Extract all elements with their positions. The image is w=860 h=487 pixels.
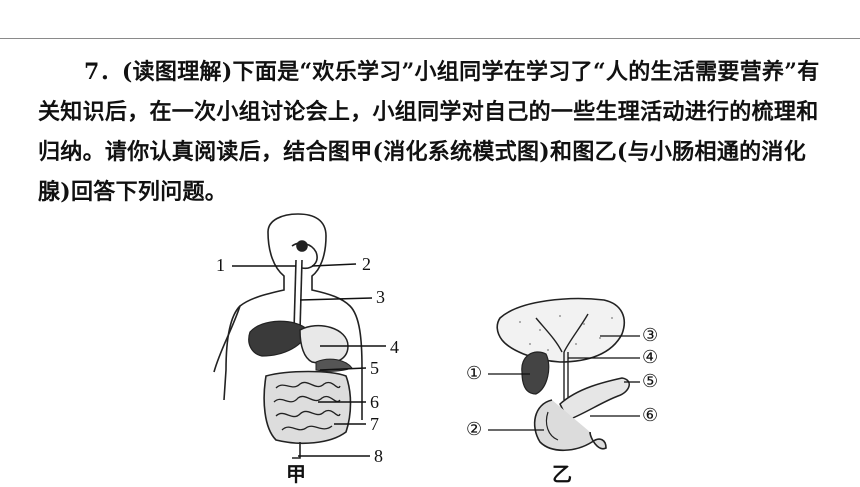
figure-yi-caption: 乙 xyxy=(552,462,572,486)
yi-label-3: ③ xyxy=(642,325,659,345)
yi-label-1: ① xyxy=(466,363,483,383)
question-body: (读图理解)下面是“欢乐学习”小组同学在学习了“人的生活需要营养”有关知识后，在… xyxy=(38,59,820,205)
question-text-block: 7．(读图理解)下面是“欢乐学习”小组同学在学习了“人的生活需要营养”有关知识后… xyxy=(38,52,828,212)
yi-label-5: ⑤ xyxy=(642,371,659,391)
yi-label-4: ④ xyxy=(642,347,659,367)
yi-label-6: ⑥ xyxy=(642,405,659,425)
top-divider xyxy=(0,38,860,39)
jia-label-7: 7 xyxy=(370,414,379,434)
jia-label-3: 3 xyxy=(376,287,385,307)
jia-label-4: 4 xyxy=(390,337,399,357)
jia-label-5: 5 xyxy=(370,358,379,378)
jia-label-6: 6 xyxy=(370,392,379,412)
figure-jia-caption: 甲 xyxy=(286,462,306,486)
jia-label-1: 1 xyxy=(216,255,225,275)
jia-label-2: 2 xyxy=(362,254,371,274)
yi-label-2: ② xyxy=(466,419,483,439)
jia-label-8: 8 xyxy=(374,446,383,466)
question-number: 7． xyxy=(84,59,122,85)
